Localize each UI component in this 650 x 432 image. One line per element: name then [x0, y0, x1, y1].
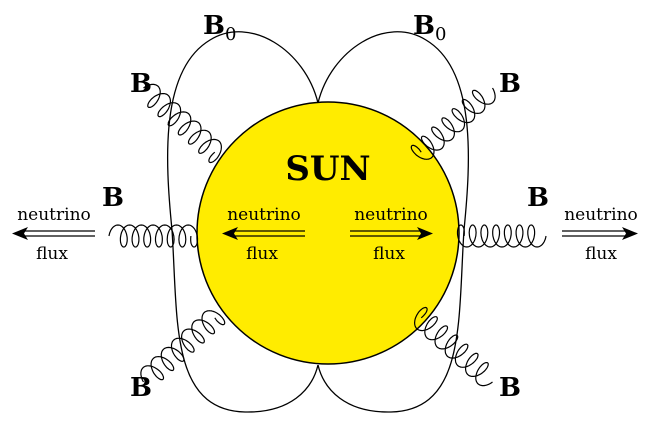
field-line-left-label: B — [102, 183, 124, 213]
neutrino-arrow-inner-left — [222, 227, 305, 240]
flux-label-outer-left: flux — [36, 244, 68, 264]
field-line-lower-right-label: B — [499, 373, 521, 403]
flux-label-inner-left: flux — [246, 244, 278, 264]
field-line-lower-left-label: B — [130, 373, 152, 403]
neutrino-arrow-outer-right — [562, 227, 638, 240]
neutrino-label-outer-right: neutrino — [564, 205, 638, 225]
neutrino-label-outer-left: neutrino — [17, 205, 91, 225]
neutrino-label-inner-left: neutrino — [227, 205, 301, 225]
sun-label: SUN — [285, 149, 370, 189]
neutrino-arrow-inner-right — [350, 227, 433, 240]
sun — [196, 101, 460, 365]
coil-left — [108, 224, 199, 248]
neutrino-label-inner-right: neutrino — [354, 205, 428, 225]
coil-lower-right — [413, 306, 493, 387]
coil-upper-right — [410, 87, 496, 160]
field-line-upper-right-label: B — [499, 69, 521, 99]
coil-lower-left — [140, 310, 226, 383]
flux-label-inner-right: flux — [373, 244, 405, 264]
coil-right — [456, 224, 547, 248]
neutrino-arrow-outer-left — [12, 227, 95, 240]
field-line-upper-left-label: B — [130, 69, 152, 99]
field-loop-right-label: B0 — [413, 11, 446, 45]
field-loop-left-label: B0 — [203, 11, 236, 45]
flux-label-outer-right: flux — [585, 244, 617, 264]
coils-group — [108, 83, 547, 387]
coil-upper-left — [143, 83, 223, 164]
field-line-right-label: B — [527, 183, 549, 213]
